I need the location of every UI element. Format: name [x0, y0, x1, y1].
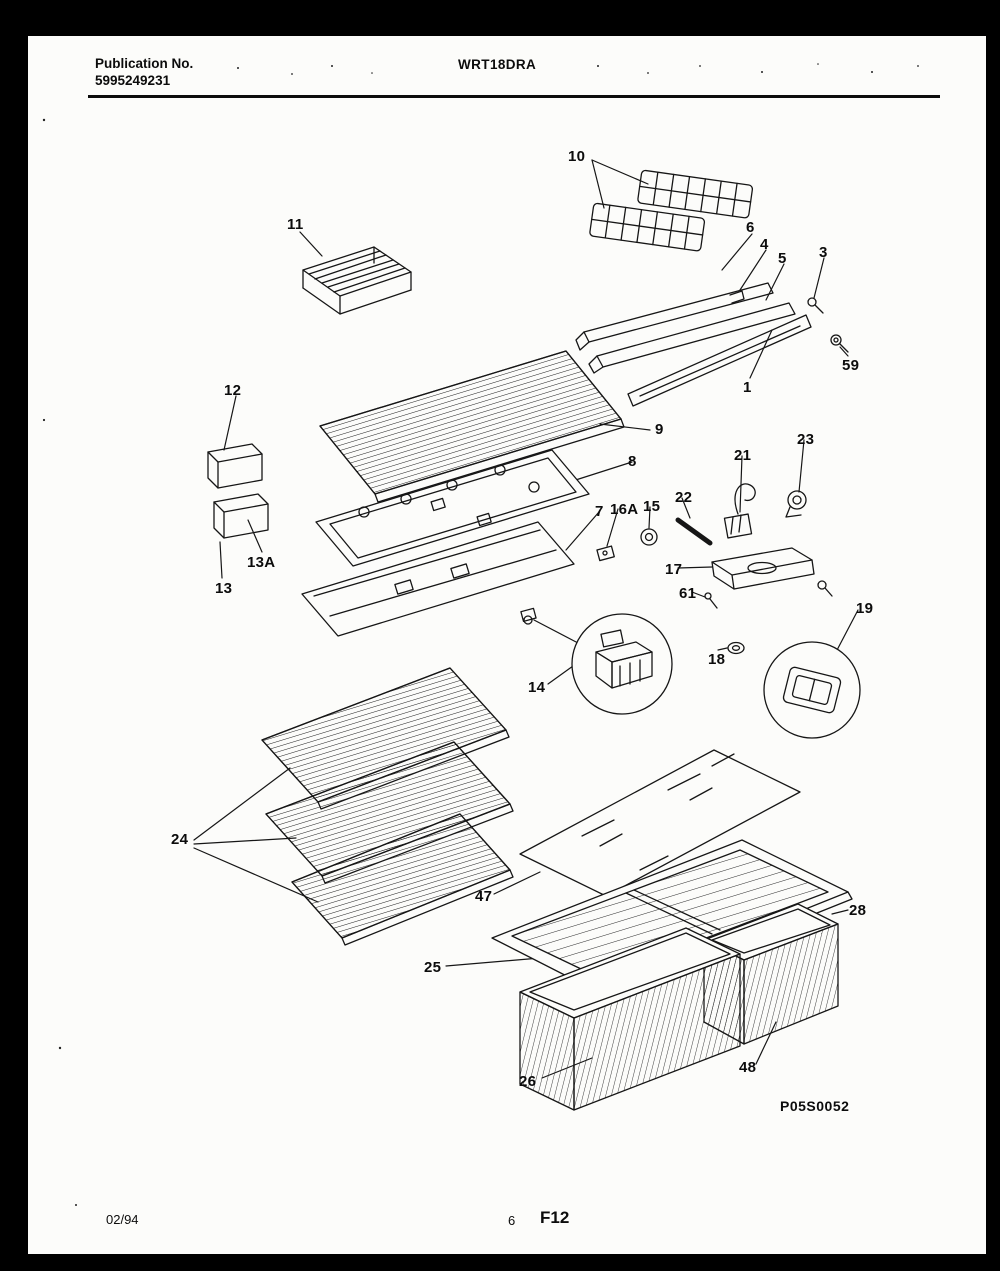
ice-cube-trays — [589, 169, 754, 252]
screw-3 — [807, 297, 824, 314]
clip-above-14 — [520, 607, 537, 623]
screw-above-19 — [817, 580, 833, 597]
grommet-18 — [727, 641, 745, 655]
scan-noise — [42, 63, 919, 1206]
slide-rail-assembly — [575, 282, 812, 407]
diagram-code: P05S0052 — [780, 1098, 850, 1114]
screw-61 — [704, 592, 718, 609]
screw-59 — [830, 334, 849, 353]
crisper-cover-frame — [491, 839, 853, 1000]
damper-part-14 — [595, 629, 653, 689]
footer-date: 02/94 — [106, 1212, 139, 1227]
detail-circle-19 — [763, 641, 861, 739]
thermostat-21 — [723, 483, 756, 539]
detail-circle-14 — [571, 613, 673, 715]
wire-shelf-11 — [302, 246, 412, 315]
crisper-drawer-26 — [519, 927, 741, 1111]
wire-shelf-24c — [291, 813, 514, 946]
shelf-panel-7 — [301, 521, 575, 637]
rod-22 — [675, 517, 713, 546]
model-number: WRT18DRA — [458, 57, 537, 72]
leader-lines — [193, 159, 859, 1079]
publication-number: 5995249231 — [95, 73, 171, 88]
glass-shelf-47 — [519, 749, 801, 897]
lamp-15 — [640, 528, 658, 546]
publication-label: Publication No. — [95, 56, 194, 71]
header-rule — [88, 95, 940, 98]
door-bin-12 — [207, 443, 263, 489]
knob-23 — [785, 490, 807, 518]
door-bin-13a — [213, 493, 269, 539]
rocker-switch-19 — [782, 666, 842, 714]
drip-tray-17 — [711, 547, 815, 590]
footer-code: F12 — [540, 1208, 570, 1227]
bracket-16a — [596, 545, 615, 562]
footer-page: 6 — [508, 1213, 516, 1228]
shelf-panel-8 — [315, 449, 590, 567]
